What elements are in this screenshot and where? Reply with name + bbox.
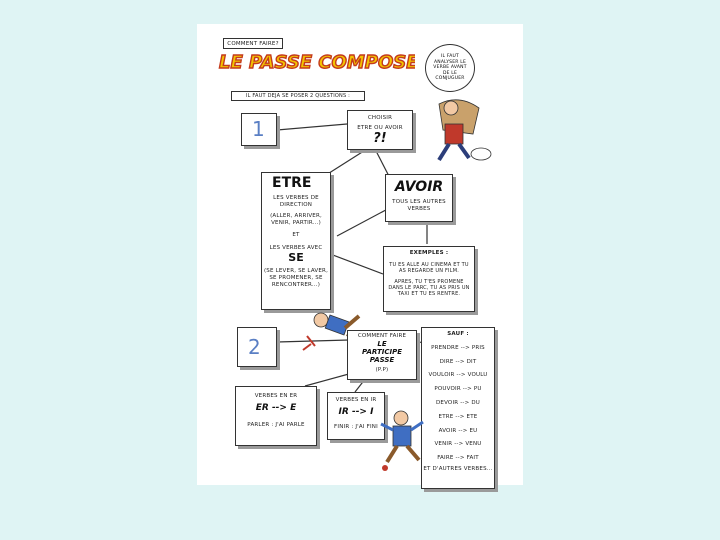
exception-item: VOULOIR --> VOULU	[428, 372, 488, 379]
intro-text: IL FAUT DEJA SE POSER 2 QUESTIONS :	[245, 93, 351, 99]
bubble-line: DE LE	[442, 70, 458, 76]
exception-item: FAIRE --> FAIT	[437, 455, 479, 462]
etre-title: ETRE	[272, 175, 312, 191]
etre-and: ET	[292, 232, 300, 238]
participe-question: COMMENT FAIRE	[357, 333, 407, 339]
bubble-line: IL FAUT	[441, 54, 459, 59]
speech-bubble: IL FAUT ANALYSER LE VERBE AVANT DE LE CO…	[425, 44, 475, 92]
examples-line2: APRES, TU T'ES PROMENE DANS LE PARC, TU …	[388, 279, 470, 297]
etre-direction-examples: (ALLER, ARRIVER, VENIR, PARTIR...)	[270, 213, 322, 226]
er-box: VERBES EN ER ER --> E PARLER : J'AI PARL…	[235, 386, 317, 446]
avoir-title: AVOIR	[394, 179, 444, 195]
choose-mark: ?!	[373, 131, 387, 146]
etre-se-label: LES VERBES AVEC	[269, 245, 323, 251]
exception-item: DIRE --> DIT	[439, 358, 477, 365]
step1-number-box: 1	[241, 113, 277, 146]
exception-item: VENIR --> VENU	[434, 441, 482, 448]
participe-abbr: (P.P)	[375, 367, 389, 373]
er-title: VERBES EN ER	[254, 393, 298, 399]
etre-direction-label: LES VERBES DE DIRECTION	[273, 195, 319, 208]
ir-title: VERBES EN IR	[335, 397, 377, 403]
step2-number: 2	[248, 335, 261, 359]
header-question-box: COMMENT FAIRE?	[223, 38, 283, 49]
participe-box: COMMENT FAIRE LE PARTICIPE PASSE (P.P)	[347, 330, 417, 380]
participe-word-participe: PARTICIPE	[361, 348, 402, 356]
exceptions-footer: ET D'AUTRES VERBES...	[423, 466, 493, 473]
choose-text: CHOISIR	[367, 115, 393, 121]
ir-box: VERBES EN IR IR --> I FINIR : J'AI FINI	[327, 392, 385, 440]
choose-question: ETRE OU AVOIR	[357, 125, 403, 131]
exception-item: DEVOIR --> DU	[435, 399, 481, 406]
avoir-box: AVOIR TOUS LES AUTRES VERBES	[385, 174, 453, 222]
bubble-line: ANALYSER LE	[434, 59, 466, 65]
exceptions-title: SAUF :	[447, 331, 469, 337]
avoir-label: TOUS LES AUTRES VERBES	[392, 199, 446, 212]
examples-line1: TU ES ALLE AU CINEMA ET TU AS REGARDE UN…	[389, 262, 469, 274]
exception-item: PRENDRE --> PRIS	[431, 344, 485, 351]
participe-word-passe: PASSE	[369, 356, 395, 364]
header-question: COMMENT FAIRE?	[227, 41, 279, 47]
step2-number-box: 2	[237, 327, 277, 367]
jumping-character-illustration	[380, 410, 424, 471]
exception-item: ETRE --> ETE	[438, 413, 478, 420]
exceptions-list: PRENDRE --> PRIS DIRE --> DIT VOULOIR --> …	[422, 345, 494, 462]
exception-item: POUVOIR --> PU	[434, 386, 482, 393]
examples-title: EXEMPLES :	[409, 250, 449, 256]
er-rule: ER --> E	[255, 403, 297, 413]
intro-box: IL FAUT DEJA SE POSER 2 QUESTIONS :	[231, 91, 365, 101]
bubble-line: VERBE AVANT	[433, 65, 467, 70]
page-title: LE PASSE COMPOSE ?!	[218, 51, 415, 73]
bubble-line: CONJUGUER	[435, 76, 465, 81]
step1-number: 1	[252, 117, 265, 141]
etre-box: ETRE LES VERBES DE DIRECTION (ALLER, ARR…	[261, 172, 331, 310]
choose-box: CHOISIR ETRE OU AVOIR ?!	[347, 110, 413, 150]
running-character-illustration	[437, 99, 492, 162]
examples-box: EXEMPLES : TU ES ALLE AU CINEMA ET TU AS…	[383, 246, 475, 312]
ir-rule: IR --> I	[338, 407, 374, 417]
etre-se-examples: (SE LEVER, SE LAVER, SE PROMENER, SE REN…	[263, 268, 329, 288]
svg-text:LE PASSE COMPOSE ?!: LE PASSE COMPOSE ?!	[219, 52, 415, 73]
etre-se-word: SE	[288, 251, 304, 264]
exception-item: AVOIR --> EU	[438, 427, 478, 434]
participe-word-le: LE	[377, 340, 387, 348]
ir-example: FINIR : J'AI FINI	[334, 424, 378, 430]
er-example: PARLER : J'AI PARLE	[247, 422, 305, 428]
document-page: COMMENT FAIRE? LE PASSE COMPOSE ?! IL FA…	[197, 24, 523, 489]
exceptions-box: SAUF : PRENDRE --> PRIS DIRE --> DIT VOULO…	[421, 327, 495, 489]
